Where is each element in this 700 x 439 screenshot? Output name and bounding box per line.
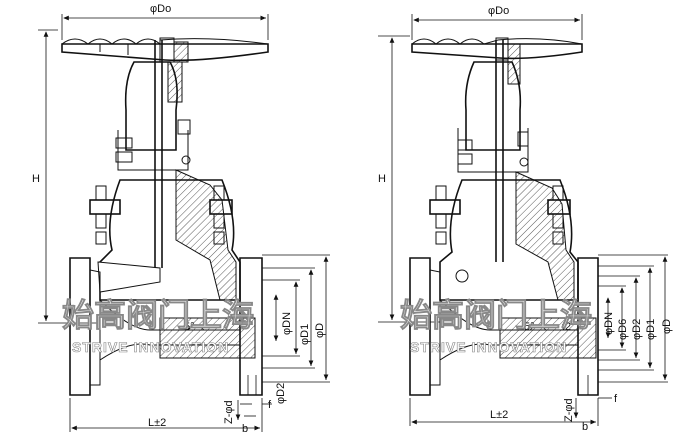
right-label-z: Z-φd <box>563 398 575 422</box>
left-label-d1: φD1 <box>299 324 311 345</box>
right-label-d: φD <box>661 319 673 334</box>
right-watermark-cn: 始高阀门上海 <box>400 296 592 334</box>
left-watermark-cn: 始高阀门上海 <box>62 296 254 334</box>
left-label-l: L±2 <box>148 417 166 429</box>
left-label-f: f <box>268 399 272 411</box>
left-label-h: H <box>32 173 40 185</box>
left-valve-view: φDo H φDN φD2 φD1 φD L±2 Z-φd b f 5° <box>32 3 330 435</box>
left-bonnet <box>115 40 191 268</box>
right-label-angle: 5° <box>524 321 535 333</box>
left-handwheel <box>61 37 269 63</box>
right-label-dn: φDN <box>603 312 615 335</box>
right-label-f2: f2 <box>562 321 571 333</box>
left-label-angle: 5° <box>184 321 195 333</box>
left-dimensions <box>38 14 330 432</box>
right-valve-view: φDo H φDN φD6 φD2 φD1 φD L±2 Z-φd b f f2… <box>378 5 673 433</box>
right-dimensions <box>378 14 668 426</box>
right-label-f: f <box>614 393 618 405</box>
right-label-d1: φD1 <box>645 319 657 340</box>
right-watermark-en: STRIVE INNOVATION <box>410 339 567 355</box>
left-watermark-en: STRIVE INNOVATION <box>72 339 229 355</box>
left-label-dn: φDN <box>281 312 293 335</box>
left-label-d2: φD2 <box>275 383 287 404</box>
right-handwheel <box>411 37 583 85</box>
right-label-d2: φD2 <box>631 319 643 340</box>
right-label-do: φDo <box>488 5 509 17</box>
right-label-h: H <box>378 173 386 185</box>
right-label-l: L±2 <box>490 409 508 421</box>
right-label-d6: φD6 <box>617 319 629 340</box>
left-body <box>69 169 263 396</box>
right-bonnet <box>457 40 529 262</box>
right-label-b: b <box>582 421 588 433</box>
left-label-z: Z-φd <box>223 400 235 424</box>
left-label-d: φD <box>314 323 326 338</box>
left-label-do: φDo <box>150 3 171 15</box>
right-body <box>409 171 599 396</box>
left-label-b: b <box>242 423 248 435</box>
